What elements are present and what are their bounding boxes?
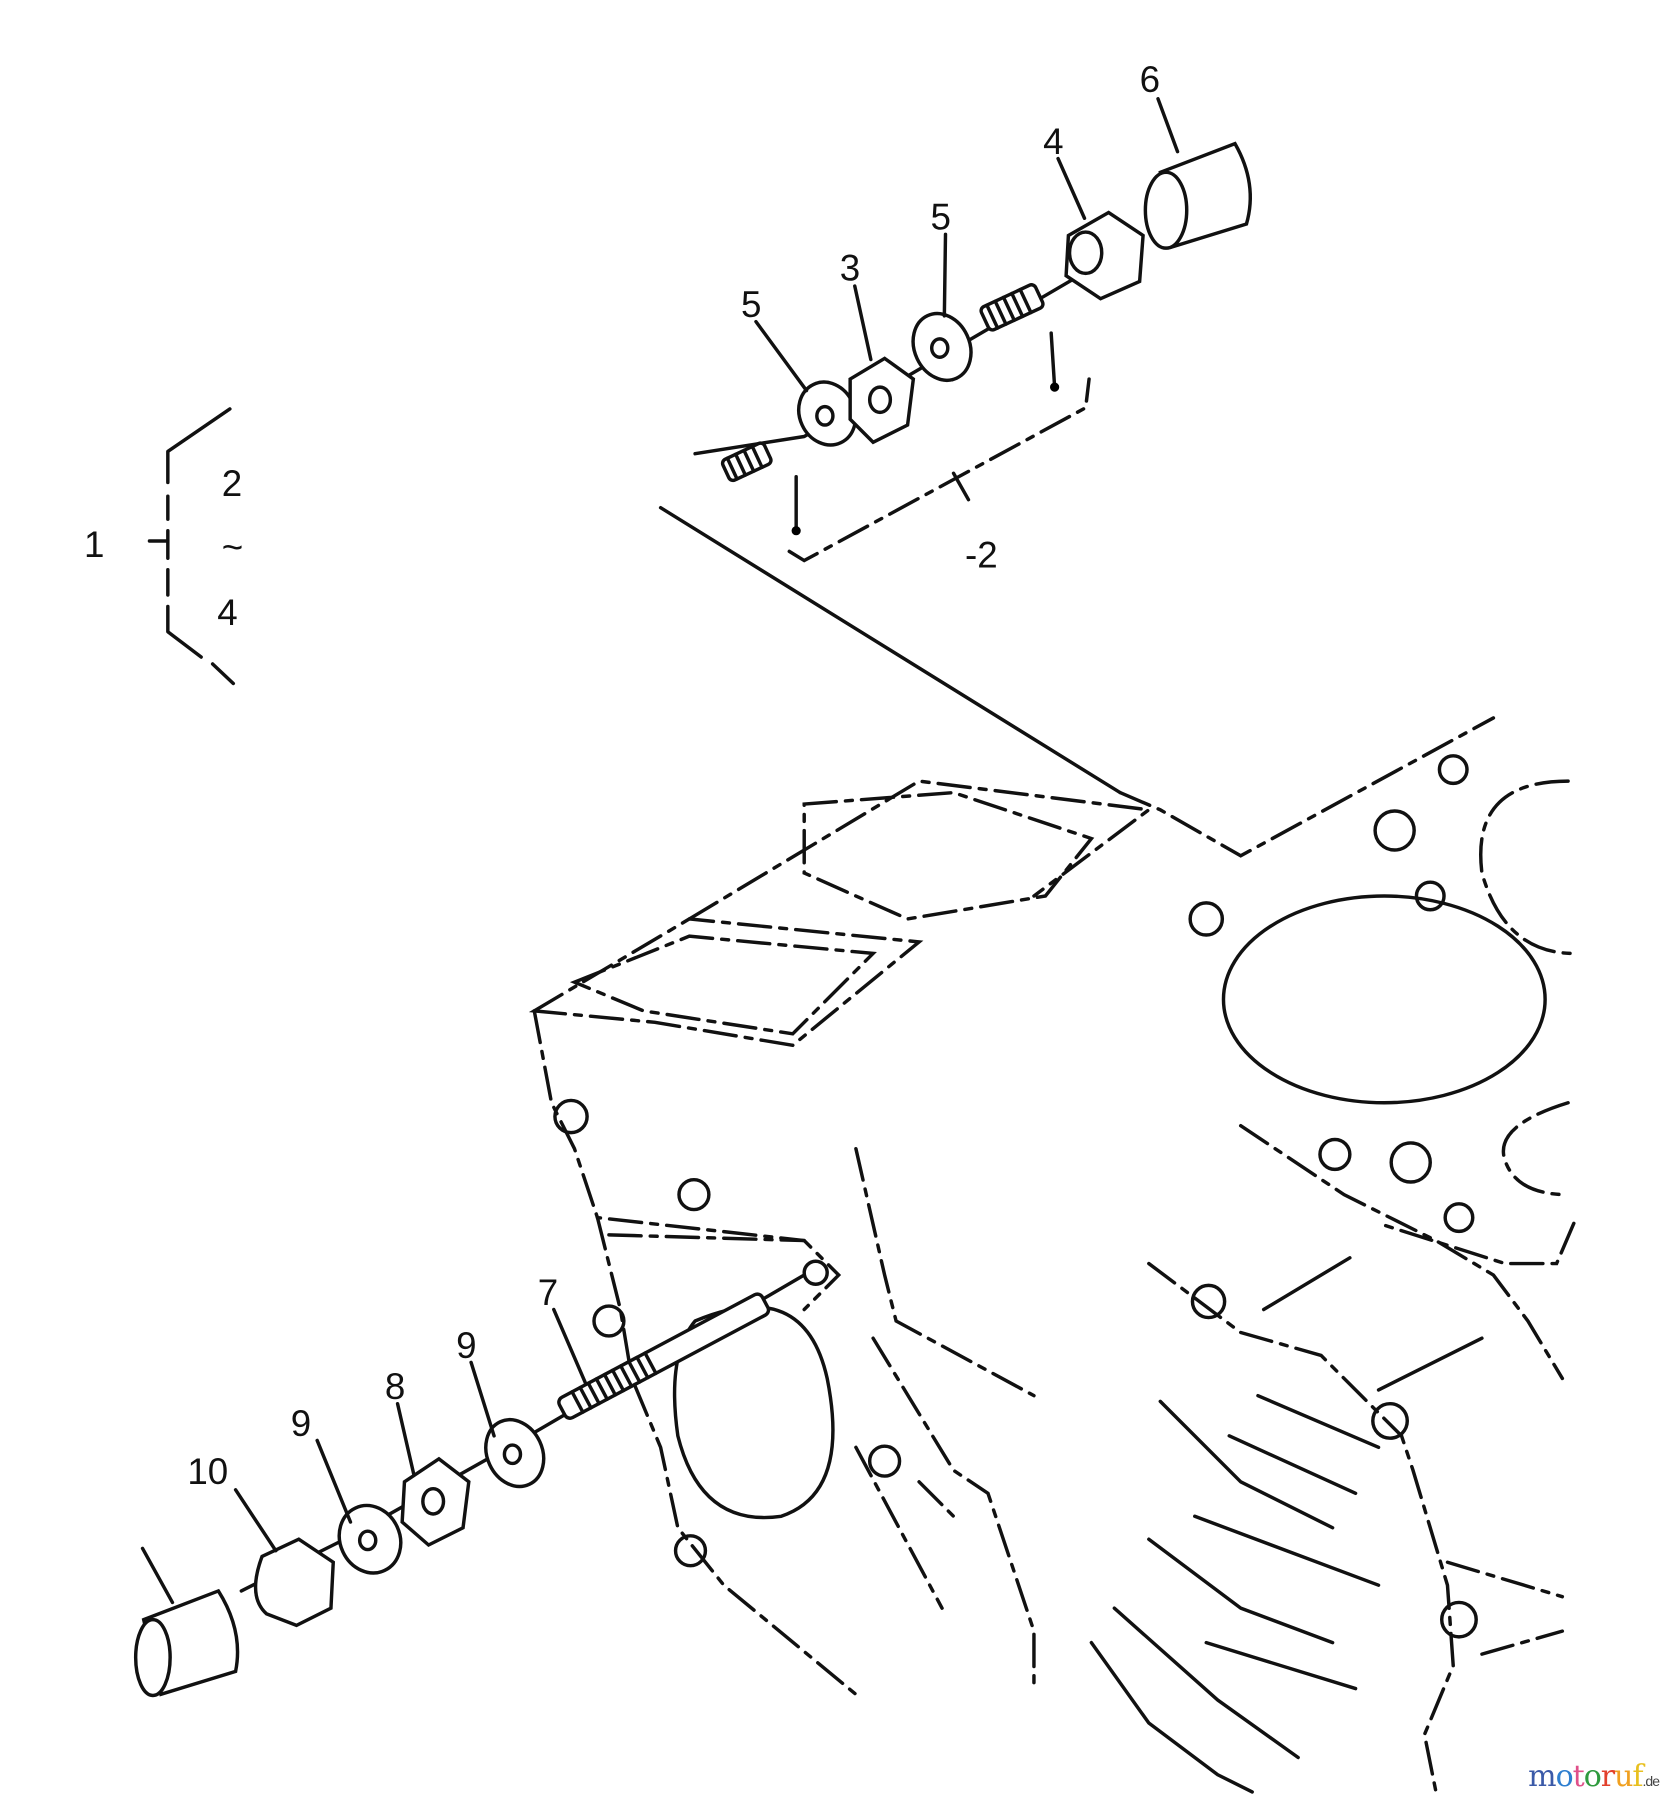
callout-6: 6	[1140, 59, 1160, 100]
callout-10: 10	[187, 1451, 228, 1492]
callout-2-bracket: -2	[965, 534, 998, 575]
callout-7: 7	[538, 1272, 558, 1313]
engine-block	[528, 716, 1576, 1794]
callout-3: 3	[840, 247, 860, 288]
callout-5-right: 5	[931, 197, 951, 238]
legend-range-end: 4	[217, 592, 237, 633]
callout-8: 8	[385, 1366, 405, 1407]
upper-stud-assembly	[658, 97, 1252, 795]
legend-range-start: 2	[222, 463, 242, 504]
callout-9-left: 9	[291, 1403, 311, 1444]
watermark-logo: motoruf.de	[1528, 1759, 1660, 1794]
watermark-suffix: .de	[1642, 1773, 1660, 1789]
callout-9-right: 9	[456, 1325, 476, 1366]
stud-upper-right	[979, 283, 1045, 332]
lower-stud-assembly	[133, 1259, 829, 1698]
stud-7	[557, 1292, 771, 1420]
callout-4-top: 4	[1043, 121, 1063, 162]
cap-nut-10	[253, 1537, 336, 1628]
callout-5-left: 5	[741, 284, 761, 325]
legend-assembly-number: 1	[84, 524, 104, 565]
legend-range-separator: ~	[222, 526, 243, 567]
stud-upper-left	[720, 441, 773, 483]
assembly-legend-bracket	[147, 407, 236, 686]
